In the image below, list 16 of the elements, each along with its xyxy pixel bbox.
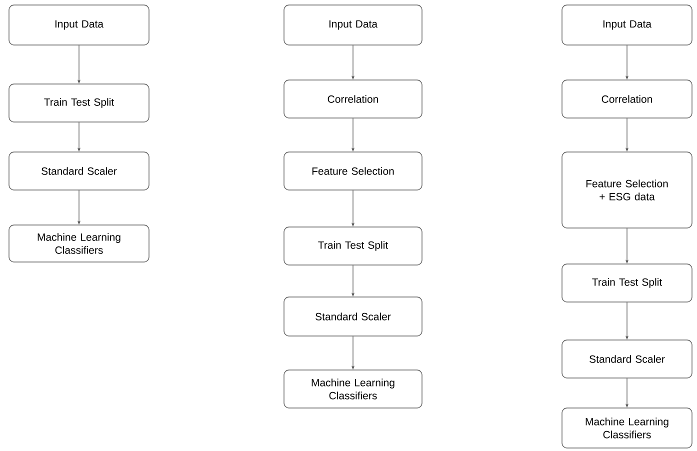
process-box: Input Data: [562, 4, 692, 46]
process-box: Train Test Split: [284, 226, 422, 266]
process-box: Standard Scaler: [284, 296, 422, 336]
process-box: Input Data: [8, 4, 150, 46]
process-box: Machine Learning Classifiers: [8, 224, 150, 262]
process-box: Feature Selection: [284, 152, 422, 190]
process-box: Train Test Split: [8, 84, 150, 122]
process-box: Correlation: [562, 80, 692, 118]
process-box: Feature Selection + ESG data: [562, 152, 692, 228]
process-box: Machine Learning Classifiers: [284, 370, 422, 408]
process-box: Standard Scaler: [562, 340, 692, 378]
process-box: Standard Scaler: [8, 152, 150, 190]
process-box: Correlation: [284, 80, 422, 118]
process-box: Input Data: [284, 4, 422, 46]
process-box: Machine Learning Classifiers: [562, 408, 692, 448]
process-box: Train Test Split: [562, 264, 692, 302]
